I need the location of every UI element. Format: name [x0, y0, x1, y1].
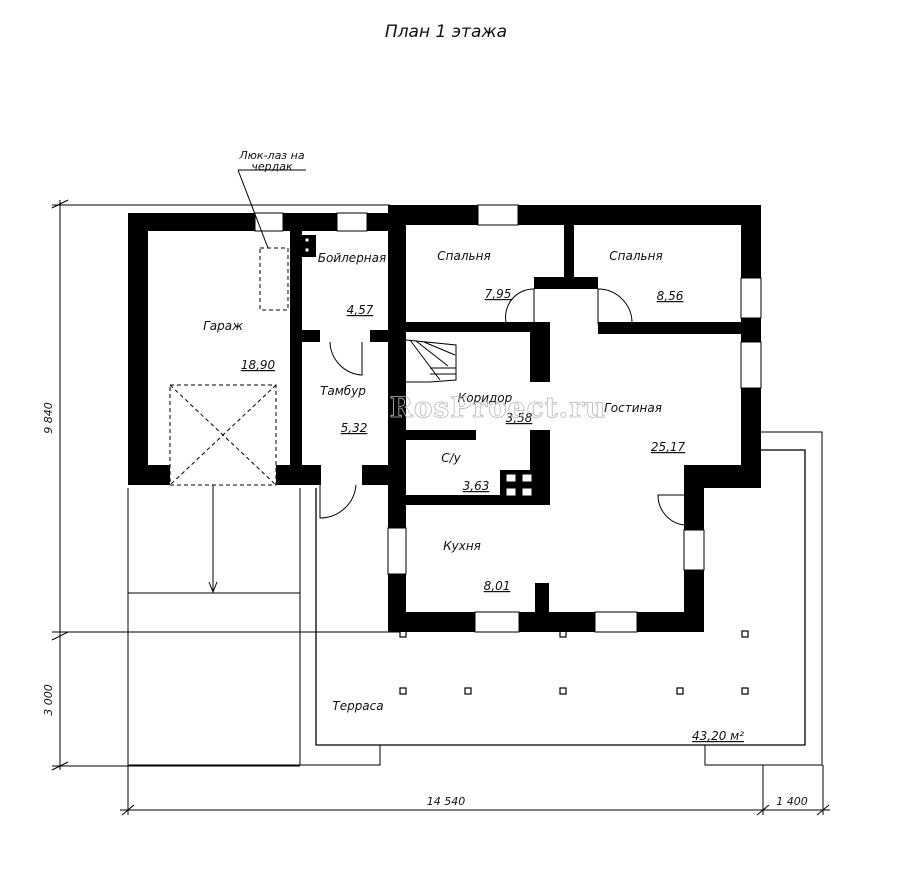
attic-hatch-note-line2: чердак	[251, 160, 293, 173]
stair-icon	[405, 339, 457, 383]
garage-door-outline	[169, 384, 277, 486]
room-area-garage: 18,90	[241, 358, 276, 372]
dimension-height-house: 9 840	[42, 402, 55, 434]
attic-hatch-outline	[237, 169, 306, 311]
room-labels: Гараж 18,90 Бойлерная 4,57 Тамбур 5,32 С…	[203, 249, 744, 743]
room-area-bedroom-left: 7,95	[485, 287, 512, 301]
room-name-bedroom-left: Спальня	[437, 249, 490, 263]
room-name-terrace: Терраса	[332, 699, 383, 713]
watermark-text: RosProect.ru	[390, 391, 607, 424]
room-name-kitchen: Кухня	[443, 539, 481, 553]
room-name-corridor: Коридор	[458, 391, 513, 405]
room-name-garage: Гараж	[203, 319, 243, 333]
dimension-width-total: 14 540	[427, 795, 466, 808]
room-name-vestibule: Тамбур	[320, 384, 366, 398]
room-area-boiler: 4,57	[347, 303, 374, 317]
room-area-living: 25,17	[651, 440, 686, 454]
room-area-kitchen: 8,01	[484, 579, 511, 593]
doors	[319, 288, 685, 526]
terrace-outline	[127, 431, 823, 766]
room-name-bathroom: С/у	[441, 451, 461, 465]
dimension-width-terrace: 1 400	[776, 795, 808, 808]
room-area-bathroom: 3,63	[463, 479, 490, 493]
attic-hatch-note-line1: Люк-лаз на	[238, 149, 304, 162]
plan-title: План 1 этажа	[385, 22, 507, 42]
room-area-vestibule: 5,32	[341, 421, 368, 435]
terrace-posts	[399, 630, 749, 695]
room-area-terrace: 43,20 м²	[692, 729, 744, 743]
dimension-height-terrace: 3 000	[42, 684, 55, 716]
boiler-fixture-icon	[302, 235, 316, 257]
room-name-living: Гостиная	[604, 401, 662, 415]
room-area-bedroom-right: 8,56	[657, 289, 684, 303]
room-area-corridor: 3,58	[506, 411, 533, 425]
room-name-boiler: Бойлерная	[318, 251, 386, 265]
windows	[254, 204, 762, 633]
room-name-bedroom-right: Спальня	[609, 249, 662, 263]
dimension-lines	[51, 199, 830, 816]
toilet-fixture-icon	[500, 470, 540, 505]
